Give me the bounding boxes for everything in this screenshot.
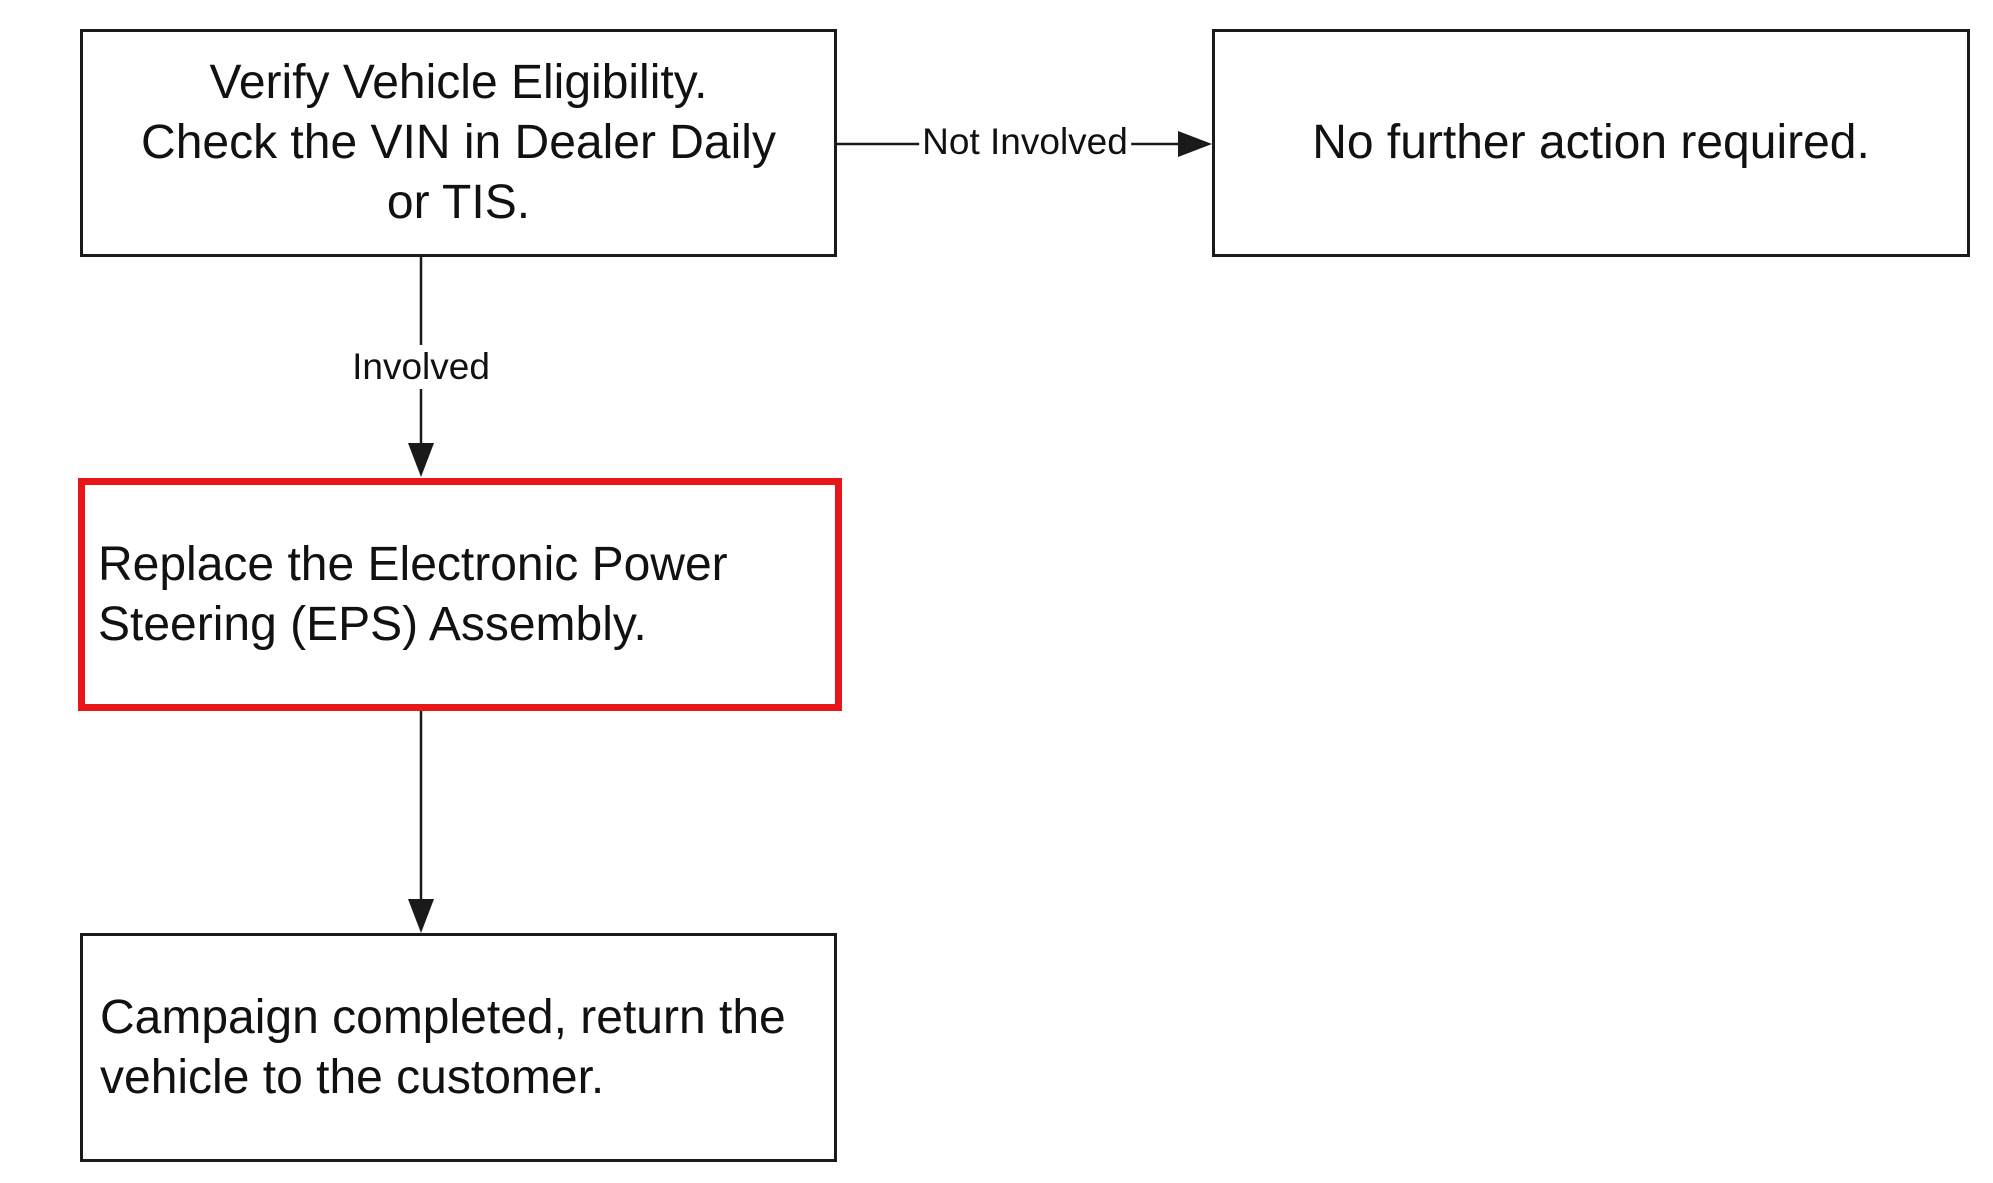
verify-line-2: Check the VIN in Dealer Daily (141, 116, 776, 169)
campaign-line-1: Campaign completed, return the (100, 990, 786, 1044)
campaign-completed-text: Campaign completed, return the vehicle t… (100, 988, 786, 1108)
campaign-line-2: vehicle to the customer. (100, 1050, 605, 1104)
arrowhead-to-campaign (408, 899, 434, 933)
edge-label-involved: Involved (349, 345, 493, 389)
replace-eps-box: Replace the Electronic Power Steering (E… (78, 478, 842, 711)
edge-label-not-involved: Not Involved (919, 120, 1131, 164)
no-further-action-box: No further action required. (1212, 29, 1970, 257)
replace-eps-line-2: Steering (EPS) Assembly. (98, 597, 647, 651)
replace-eps-text: Replace the Electronic Power Steering (E… (98, 535, 728, 655)
verify-eligibility-text: Verify Vehicle Eligibility. Check the VI… (141, 53, 776, 233)
verify-eligibility-box: Verify Vehicle Eligibility. Check the VI… (80, 29, 837, 257)
campaign-completed-box: Campaign completed, return the vehicle t… (80, 933, 837, 1162)
verify-line-3: or TIS. (386, 176, 531, 229)
arrowhead-involved (408, 443, 434, 477)
replace-eps-line-1: Replace the Electronic Power (98, 537, 728, 591)
verify-line-1: Verify Vehicle Eligibility. (209, 56, 708, 109)
arrowhead-not-involved (1178, 131, 1212, 157)
no-further-action-text: No further action required. (1312, 116, 1870, 169)
